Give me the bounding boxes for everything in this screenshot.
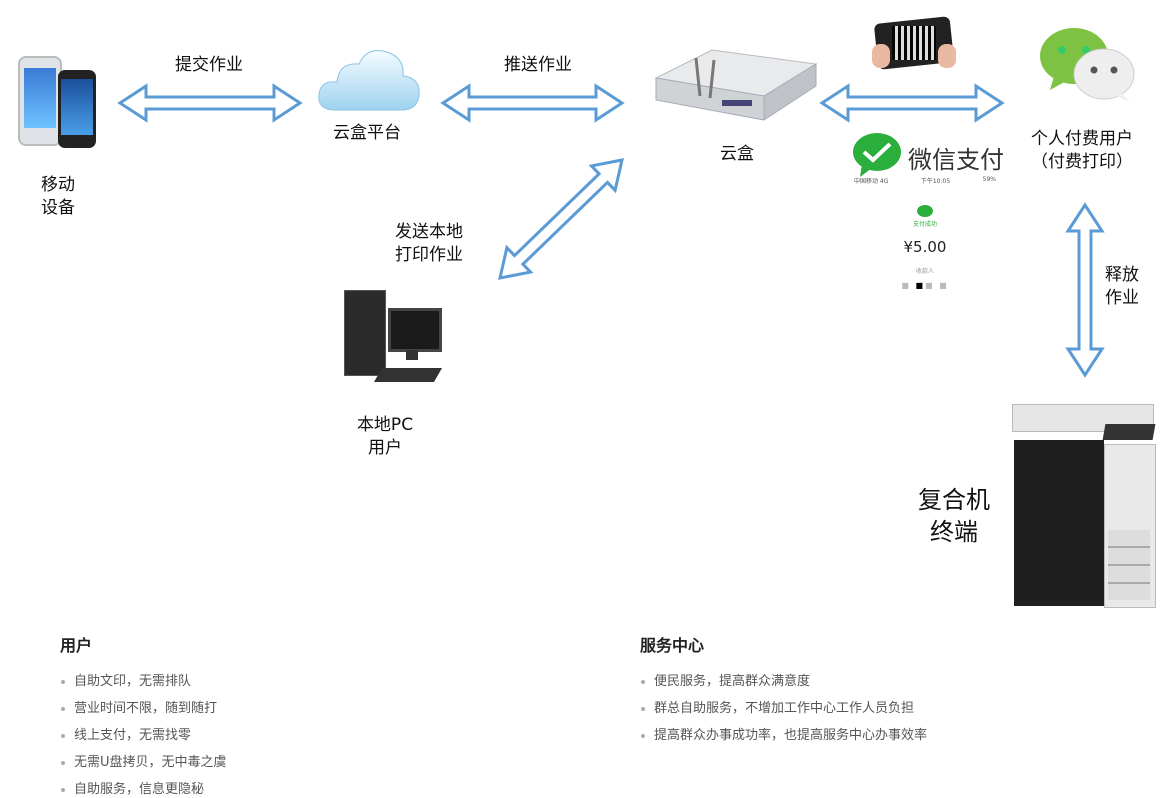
list-item: 线上支付，无需找零 (60, 722, 227, 749)
push-job-label: 推送作业 (504, 55, 572, 75)
wechat-pay-logo-icon (853, 133, 901, 177)
list-item: 无需U盘拷贝，无中毒之虞 (60, 749, 227, 776)
arrow-cloud-box (440, 83, 625, 123)
list-item: 自助服务，信息更隐秘 (60, 776, 227, 798)
send-local-job-label: 发送本地打印作业 (395, 222, 463, 265)
arrow-box-pc (498, 158, 624, 280)
cloud-icon (318, 50, 420, 111)
payment-success-screen: 中国移动 4G 下午10:05 59% 支付成功 ¥5.00 收款人 ■ ■■ … (850, 176, 1000, 290)
mfp-printer-image (1008, 400, 1158, 612)
users-title: 用户 (60, 636, 93, 655)
status-carrier: 中国移动 4G (854, 178, 889, 185)
service-center-section: 服务中心 便民服务，提高群众满意度群总自助服务，不增加工作中心工作人员负担提高群… (640, 632, 927, 749)
page-dots: ■ ■■ ■ (901, 281, 949, 290)
payee-label: 收款人 (915, 268, 934, 275)
submit-job-label: 提交作业 (175, 55, 243, 75)
success-check-icon (917, 205, 933, 217)
list-item: 营业时间不限，随到随打 (60, 695, 227, 722)
mobile-devices-image (18, 56, 98, 148)
payment-status: 支付成功 (912, 221, 937, 228)
release-job-label: 释放作业 (1105, 265, 1139, 308)
status-time: 下午10:05 (920, 178, 951, 185)
cloud-platform-label: 云盒平台 (333, 123, 401, 143)
payment-amount: ¥5.00 (903, 238, 947, 256)
status-battery: 59% (982, 176, 996, 183)
desktop-pc-image (338, 290, 443, 390)
qr-scan-phone-image (872, 14, 956, 70)
arrow-mobile-cloud (117, 83, 303, 123)
wechat-icon (1040, 28, 1135, 102)
users-list: 自助文印，无需排队营业时间不限，随到随打线上支付，无需找零无需U盘拷贝，无中毒之… (60, 668, 227, 798)
list-item: 自助文印，无需排队 (60, 668, 227, 695)
paid-user-label: 个人付费用户（付费打印） (1031, 129, 1133, 172)
cloud-box-device-icon (654, 49, 818, 121)
list-item: 提高群众办事成功率，也提高服务中心办事效率 (640, 722, 927, 749)
cloud-box-label: 云盒 (720, 144, 754, 164)
wechat-pay-logo-text: 微信支付 (908, 146, 1004, 174)
arrow-user-mfp (1065, 202, 1105, 378)
service-title: 服务中心 (640, 636, 705, 655)
list-item: 群总自助服务，不增加工作中心工作人员负担 (640, 695, 927, 722)
arrow-box-user (819, 83, 1005, 123)
list-item: 便民服务，提高群众满意度 (640, 668, 927, 695)
mfp-label: 复合机终端 (918, 486, 990, 546)
mobile-label: 移动设备 (41, 175, 75, 218)
service-list: 便民服务，提高群众满意度群总自助服务，不增加工作中心工作人员负担提高群众办事成功… (640, 668, 927, 749)
users-section: 用户 自助文印，无需排队营业时间不限，随到随打线上支付，无需找零无需U盘拷贝，无… (60, 632, 227, 798)
